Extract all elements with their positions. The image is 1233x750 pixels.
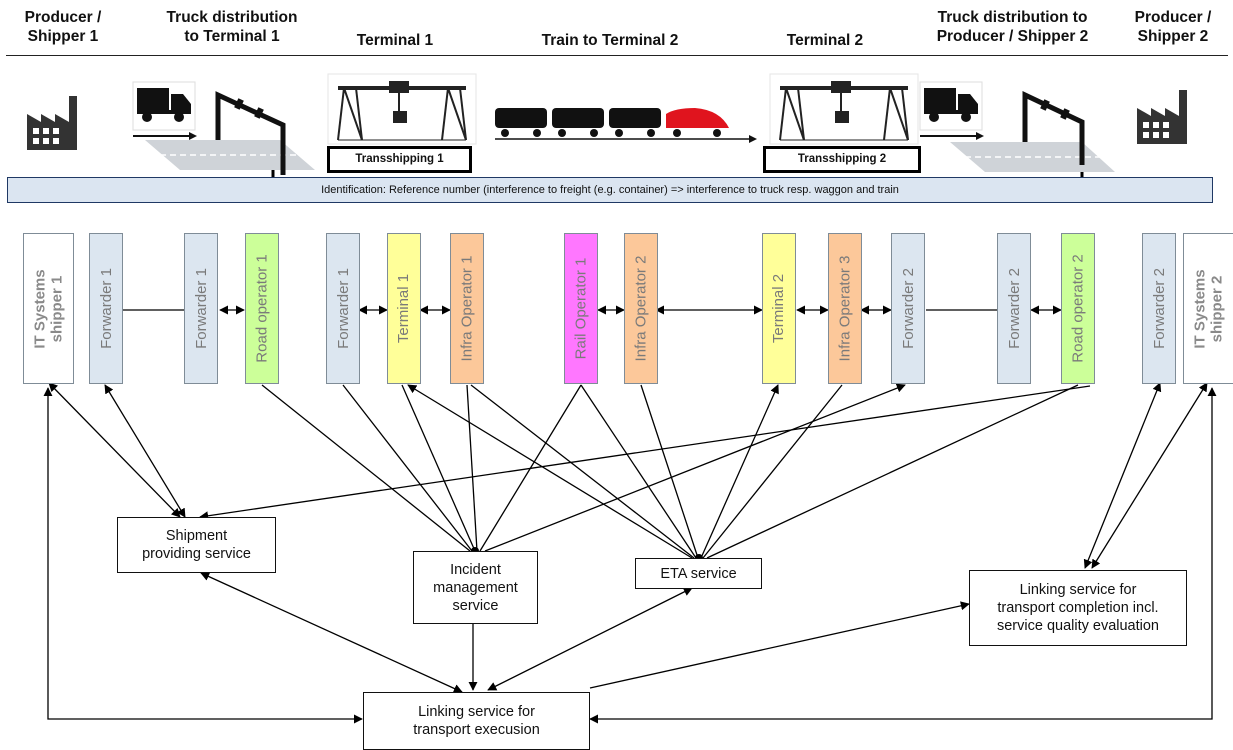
transshipping-1-box: Transshipping 1 bbox=[327, 146, 472, 173]
identification-bar: Identification: Reference number (interf… bbox=[7, 177, 1213, 203]
service-transport-completion: Linking service for transport completion… bbox=[969, 570, 1187, 646]
transshipping-2-box: Transshipping 2 bbox=[763, 146, 921, 173]
service-shipment-providing: Shipment providing service bbox=[117, 517, 276, 573]
actor-road-operator-1: Road operator 1 bbox=[245, 233, 279, 384]
actor-terminal-1: Terminal 1 bbox=[387, 233, 421, 384]
actor-forwarder-1c: Forwarder 1 bbox=[326, 233, 360, 384]
actor-forwarder-2a: Forwarder 2 bbox=[891, 233, 925, 384]
actor-forwarder-1b: Forwarder 1 bbox=[184, 233, 218, 384]
actor-infra-operator-2: Infra Operator 2 bbox=[624, 233, 658, 384]
gantry-crane-icon-2 bbox=[769, 73, 919, 145]
truck-icon bbox=[132, 81, 197, 140]
factory-icon bbox=[27, 96, 77, 150]
actor-terminal-2: Terminal 2 bbox=[762, 233, 796, 384]
road-icon-2 bbox=[950, 142, 1115, 172]
service-incident-management: Incident management service bbox=[413, 551, 538, 624]
gantry-crane-icon bbox=[327, 73, 477, 145]
actor-infra-operator-1: Infra Operator 1 bbox=[450, 233, 484, 384]
header-divider bbox=[6, 55, 1228, 56]
truck-icon-2 bbox=[919, 81, 984, 140]
actor-it-systems-shipper-1: IT Systems shipper 1 bbox=[23, 233, 74, 384]
stage-title-train: Train to Terminal 2 bbox=[541, 32, 679, 49]
stage-title-terminal1: Terminal 1 bbox=[356, 32, 434, 49]
stage-title-truck1: Truck distribution to Terminal 1 bbox=[166, 9, 298, 45]
factory-icon-2 bbox=[1137, 90, 1187, 144]
stage-title-producer1: Producer / Shipper 1 bbox=[24, 9, 102, 45]
actor-infra-operator-3: Infra Operator 3 bbox=[828, 233, 862, 384]
stage-title-terminal2: Terminal 2 bbox=[786, 32, 864, 49]
actor-forwarder-2c: Forwarder 2 bbox=[1142, 233, 1176, 384]
service-transport-execution: Linking service for transport execusion bbox=[363, 692, 590, 750]
actor-forwarder-1a: Forwarder 1 bbox=[89, 233, 123, 384]
stage-title-truck2: Truck distribution to Producer / Shipper… bbox=[936, 9, 1089, 45]
crane-arm-icon bbox=[215, 91, 286, 175]
crane-arm-icon-2 bbox=[1022, 91, 1085, 165]
actor-forwarder-2b: Forwarder 2 bbox=[997, 233, 1031, 384]
actor-rail-operator-1: Rail Operator 1 bbox=[564, 233, 598, 384]
actor-it-systems-shipper-2: IT Systems shipper 2 bbox=[1183, 233, 1233, 384]
service-eta: ETA service bbox=[635, 558, 762, 589]
stage-title-producer2: Producer / Shipper 2 bbox=[1134, 9, 1212, 45]
actor-road-operator-2: Road operator 2 bbox=[1061, 233, 1095, 384]
train-icon bbox=[495, 108, 757, 143]
